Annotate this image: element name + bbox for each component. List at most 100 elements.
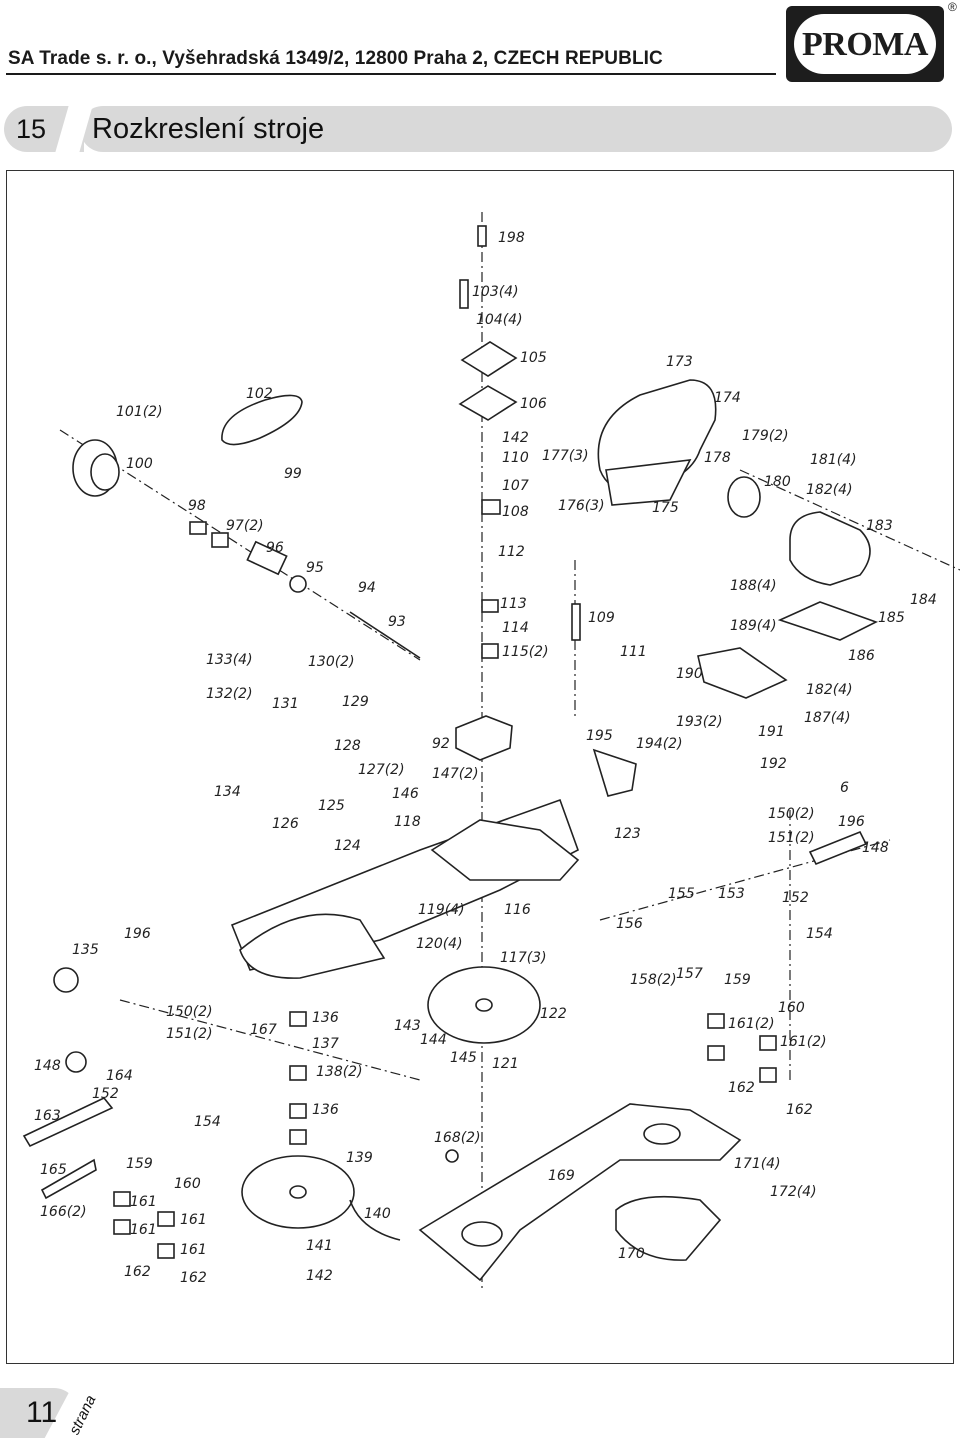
part-label: 107 [502, 478, 529, 494]
part-label: 112 [498, 544, 525, 560]
bearing [707, 1013, 725, 1029]
part-label: 93 [388, 614, 406, 630]
part-label: 121 [492, 1056, 519, 1072]
part-label: 157 [676, 966, 703, 982]
part-label: 113 [500, 596, 527, 612]
part-label: 144 [420, 1032, 447, 1048]
part-label: 161(2) [728, 1016, 775, 1032]
bearing [289, 1129, 307, 1145]
part-label: 142 [502, 430, 529, 446]
part-label: 154 [806, 926, 833, 942]
part-label: 155 [668, 886, 695, 902]
bearing [481, 499, 501, 515]
bearing [113, 1219, 131, 1235]
part-label: 171(4) [734, 1156, 781, 1172]
clamp-knob [53, 967, 79, 993]
part-label: 162 [728, 1080, 755, 1096]
part-label: 191 [758, 724, 785, 740]
part-label: 118 [394, 814, 421, 830]
part-label: 6 [840, 780, 849, 796]
part-label: 111 [620, 644, 647, 660]
part-label: 159 [126, 1156, 153, 1172]
cover-hole [643, 1123, 681, 1145]
part-label: 185 [878, 610, 905, 626]
part-label: 101(2) [116, 404, 163, 420]
gasket [458, 385, 518, 421]
bearing [189, 521, 207, 535]
part-label: 110 [502, 450, 529, 466]
chip-tray [615, 1195, 722, 1261]
part-label: 100 [126, 456, 153, 472]
clamp-knob [65, 1051, 87, 1073]
motor [789, 511, 871, 586]
logo-text: PROMA [802, 26, 928, 63]
part-label: 161 [180, 1242, 207, 1258]
part-label: 151(2) [166, 1026, 213, 1042]
part-label: 103(4) [472, 284, 519, 300]
guide-plate [40, 1158, 97, 1200]
bearing [481, 643, 499, 659]
company-address: SA Trade s. r. o., Vyšehradská 1349/2, 1… [8, 48, 663, 69]
part-label: 196 [124, 926, 151, 942]
part-label: 119(4) [418, 902, 465, 918]
part-label: 198 [498, 230, 525, 246]
part-label: 115(2) [502, 644, 549, 660]
part-label: 148 [34, 1058, 61, 1074]
v-belt [221, 394, 303, 446]
part-label: 168(2) [434, 1130, 481, 1146]
part-label: 190 [676, 666, 703, 682]
part-label: 96 [266, 540, 284, 556]
registered-mark: ® [948, 0, 957, 14]
part-label: 95 [306, 560, 324, 576]
section-title-bar [80, 106, 952, 152]
part-label: 187(4) [804, 710, 851, 726]
guide-arm [808, 830, 868, 866]
part-label: 150(2) [166, 1004, 213, 1020]
header-rule [6, 73, 776, 75]
bearing [157, 1211, 175, 1227]
part-label: 98 [188, 498, 206, 514]
part-label: 154 [194, 1114, 221, 1130]
page-number: 11 [26, 1396, 58, 1429]
part-label: 193(2) [676, 714, 723, 730]
part-label: 161 [130, 1194, 157, 1210]
part-label: 109 [588, 610, 615, 626]
bearing [289, 1103, 307, 1119]
part-label: 134 [214, 784, 241, 800]
stepped-pulley-hub [90, 453, 120, 491]
part-label: 106 [520, 396, 547, 412]
bearing [289, 1065, 307, 1081]
part-label: 152 [92, 1086, 119, 1102]
part-label: 162 [786, 1102, 813, 1118]
part-label: 138(2) [316, 1064, 363, 1080]
part-label: 148 [862, 840, 889, 856]
section-title: Rozkreslení stroje [92, 113, 325, 145]
part-label: 165 [40, 1162, 67, 1178]
table-top [430, 819, 580, 881]
bearing [113, 1191, 131, 1207]
part-label: 160 [174, 1176, 201, 1192]
base-plate [239, 913, 386, 979]
screw-head [445, 1149, 459, 1163]
part-label: 161 [130, 1222, 157, 1238]
part-label: 120(4) [416, 936, 463, 952]
part-label: 92 [432, 736, 450, 752]
part-label: 156 [616, 916, 643, 932]
part-label: 105 [520, 350, 547, 366]
bearing [211, 532, 229, 548]
part-label: 159 [724, 972, 751, 988]
bearing [157, 1243, 175, 1259]
motor-plate [777, 601, 879, 641]
cover-plate [460, 341, 518, 377]
part-label: 194(2) [636, 736, 683, 752]
bearing [481, 599, 499, 613]
part-label: 108 [502, 504, 529, 520]
part-label: 173 [666, 354, 693, 370]
part-label: 145 [450, 1050, 477, 1066]
part-label: 161 [180, 1212, 207, 1228]
part-label: 152 [782, 890, 809, 906]
part-label: 174 [714, 390, 741, 406]
part-label: 192 [760, 756, 787, 772]
part-label: 196 [838, 814, 865, 830]
